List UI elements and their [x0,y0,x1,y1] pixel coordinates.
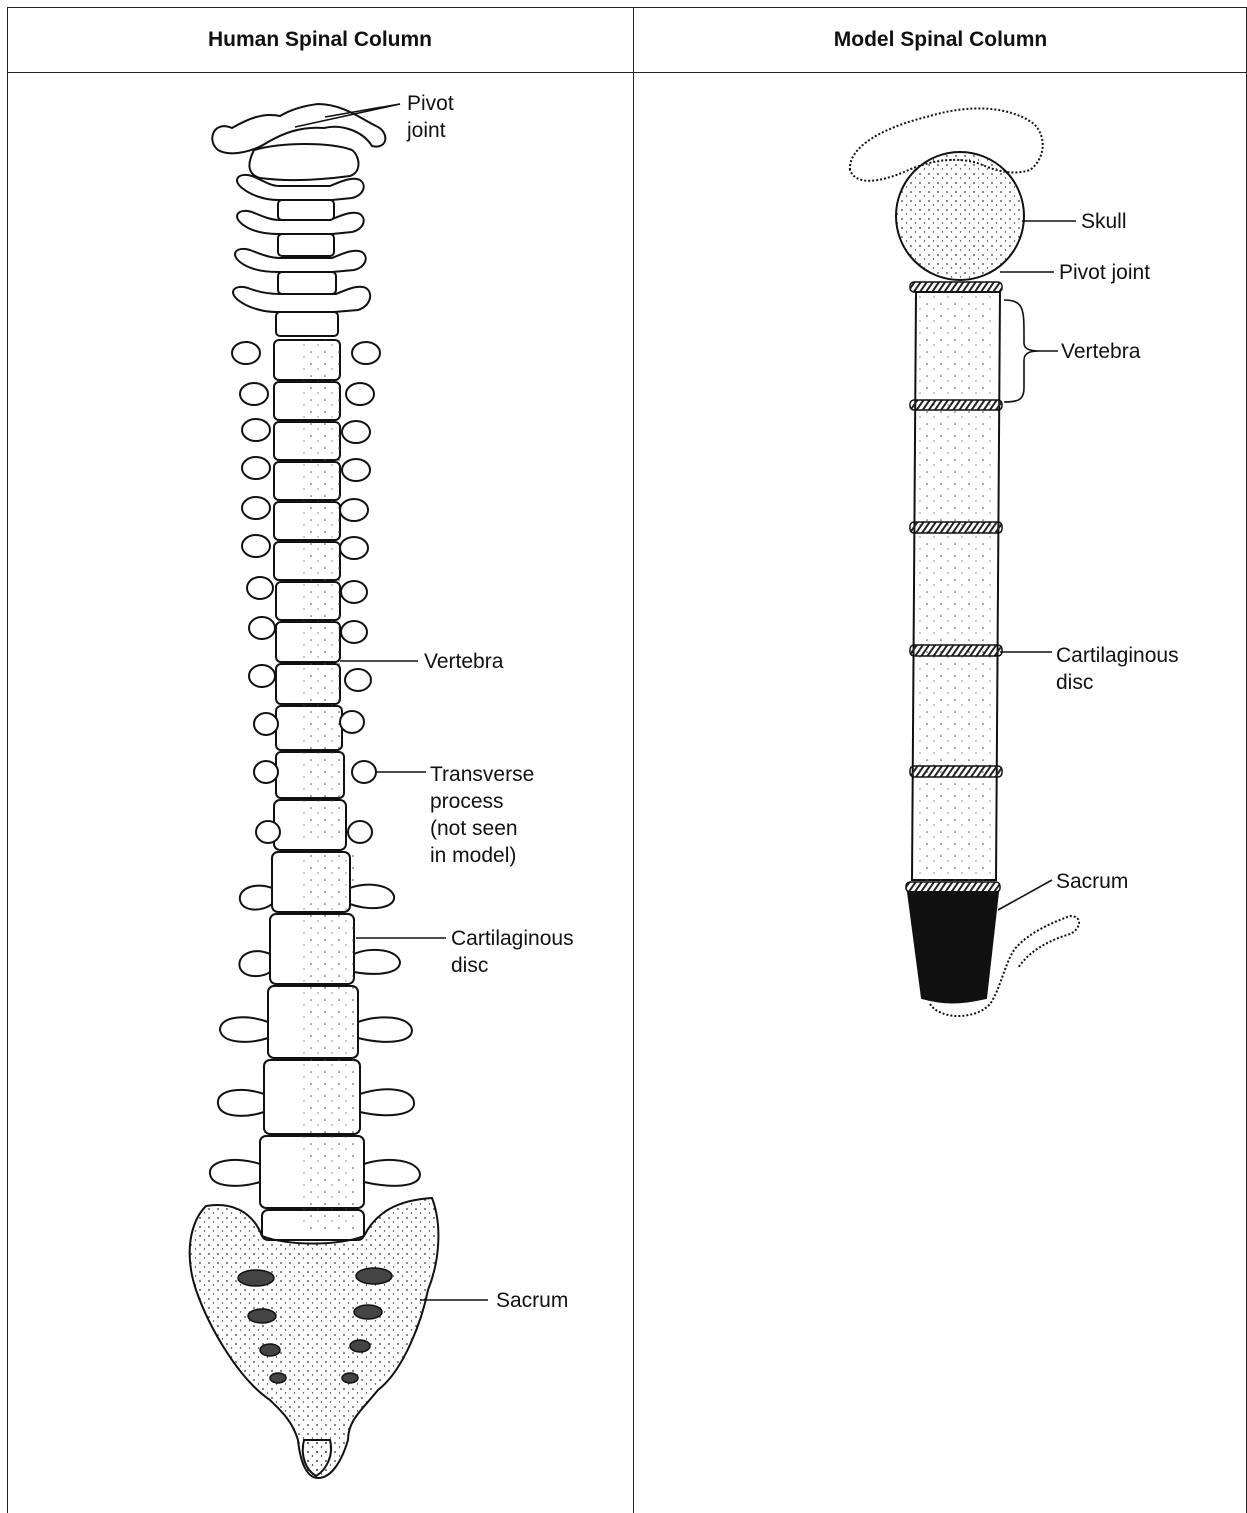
label-sacrum-model: Sacrum [1056,868,1128,895]
axis-vertebra [249,144,358,180]
label-transverse-process-line1: Transverse [430,761,534,788]
label-pivot-joint-model: Pivot joint [1059,259,1150,286]
label-vertebra-model: Vertebra [1061,338,1140,365]
label-skull: Skull [1081,208,1127,235]
model-skull [896,152,1024,280]
cervical-vertebrae [233,175,370,336]
label-sacrum-human: Sacrum [496,1287,568,1314]
model-sacrum [908,892,998,1003]
label-pivot-joint-line2: joint [407,117,446,144]
human-spine-drawing [190,104,439,1478]
label-pivot-joint-line1: Pivot [407,90,454,117]
label-cartilaginous-disc-model-line1: Cartilaginous [1056,642,1179,669]
label-transverse-process-line4: in model) [430,842,516,869]
model-leader-lines [998,221,1076,910]
label-vertebra-human: Vertebra [424,648,503,675]
label-cartilaginous-disc-line1: Cartilaginous [451,925,574,952]
label-transverse-process-line2: process [430,788,504,815]
model-spine-drawing [850,108,1079,1016]
label-cartilaginous-disc-model-line2: disc [1056,669,1093,696]
label-cartilaginous-disc-line2: disc [451,952,488,979]
label-transverse-process-line3: (not seen [430,815,518,842]
